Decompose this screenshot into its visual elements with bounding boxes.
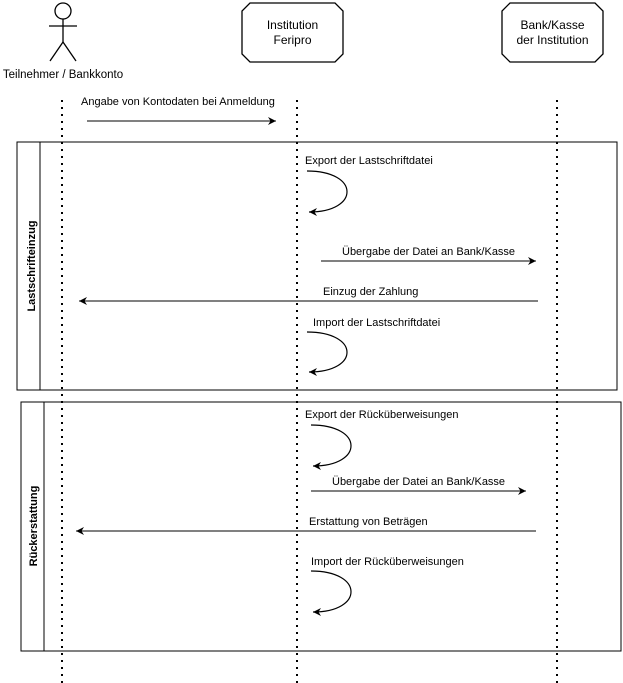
arrow-m6-self [310,424,352,470]
message-label-m4: Einzug der Zahlung [323,286,419,298]
message-label-m7: Übergabe der Datei an Bank/Kasse [332,476,506,488]
institution-label-line1: Institution [266,18,319,32]
frame-rueckerstattung [20,401,622,652]
bank-label-line2: der Institution [516,33,589,47]
frame-label-rueckerstattung: Rückerstattung [28,485,40,567]
institution-label: Institution Feripro [242,18,343,48]
message-label-m9: Import der Rücküberweisungen [311,556,464,568]
institution-label-line2: Feripro [273,33,312,47]
arrow-m2-self [306,170,348,216]
institution-box [241,2,344,63]
frame-lastschrift [16,141,618,391]
message-label-m3: Übergabe der Datei an Bank/Kasse [342,246,516,258]
bank-label: Bank/Kasse der Institution [502,18,603,48]
frame-label-lastschrift: Lastschrifteinzug [26,220,38,312]
arrow-m9-self [310,570,352,616]
message-label-m8: Erstattung von Beträgen [309,516,428,528]
actor-figure-icon [49,2,77,62]
message-label-m5: Import der Lastschriftdatei [313,317,441,329]
bank-label-line1: Bank/Kasse [520,18,585,32]
message-label-m1: Angabe von Kontodaten bei Anmeldung [81,96,275,108]
message-label-m2: Export der Lastschriftdatei [305,155,433,167]
actor-label: Teilnehmer / Bankkonto [2,69,124,81]
arrow-m5-self [306,331,348,376]
bank-box [501,2,604,63]
message-label-m6: Export der Rücküberweisungen [305,409,459,421]
